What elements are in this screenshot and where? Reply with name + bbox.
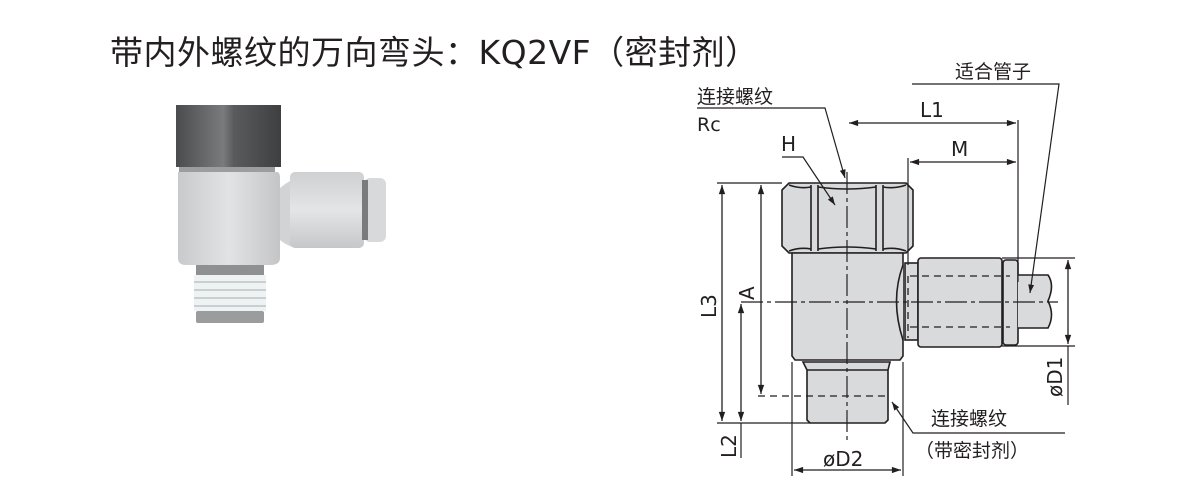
rc-label: Rc <box>697 114 721 136</box>
dimension-drawing <box>697 83 1075 476</box>
h-label: H <box>781 132 796 156</box>
l3-label: L3 <box>697 294 721 318</box>
sealant-label: （带密封剂） <box>915 440 1029 462</box>
product-photo <box>176 105 386 323</box>
d1-label: øD1 <box>1043 357 1067 397</box>
m-label: M <box>951 137 968 161</box>
connection-thread-bottom-label: 连接螺纹 <box>931 408 1007 430</box>
suitable-tube-label: 适合管子 <box>955 61 1031 83</box>
d2-label: øD2 <box>823 447 863 471</box>
l2-label: L2 <box>717 434 741 458</box>
page-title: 带内外螺纹的万向弯头：KQ2VF（密封剂） <box>110 33 759 72</box>
l1-label: L1 <box>920 98 944 122</box>
connection-thread-label: 连接螺纹 <box>697 86 773 108</box>
a-label: A <box>735 286 759 300</box>
